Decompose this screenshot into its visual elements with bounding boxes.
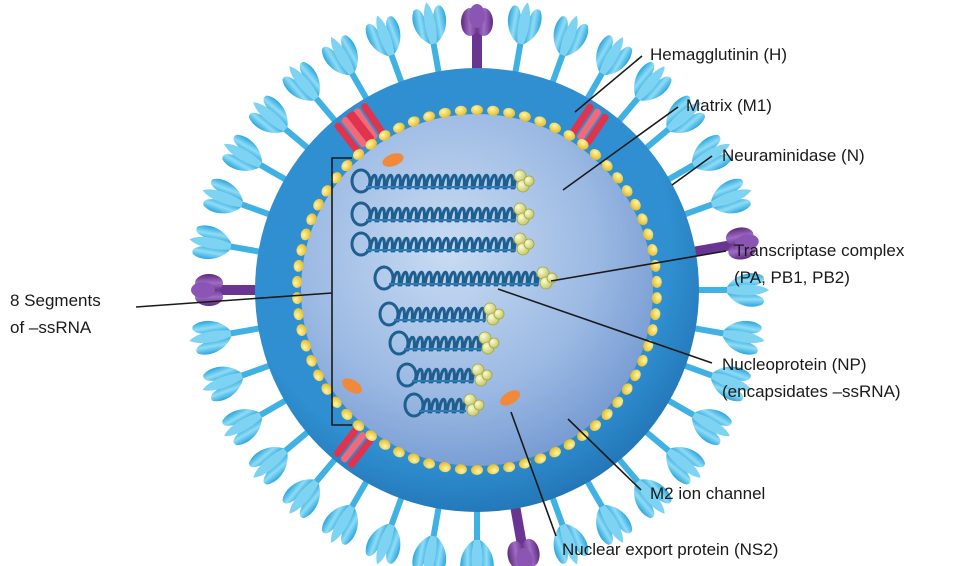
nucleoprotein-label-line2: (encapsidates –ssRNA) <box>722 382 901 401</box>
matrix-bead <box>471 105 483 115</box>
hemagglutinin-label: Hemagglutinin (H) <box>650 45 787 64</box>
segments-label-line1: 8 Segments <box>10 291 101 310</box>
neuraminidase-label: Neuraminidase (N) <box>722 146 865 165</box>
transcriptase-label-line1: Transcriptase complex <box>734 241 905 260</box>
m2-label: M2 ion channel <box>650 484 765 503</box>
segments-label-line2: of –ssRNA <box>10 318 92 337</box>
matrix-bead <box>471 465 483 475</box>
nucleoprotein-label-line1: Nucleoprotein (NP) <box>722 355 867 374</box>
neuraminidase-spike-icon <box>461 4 493 78</box>
transcriptase-label-line2: (PA, PB1, PB2) <box>734 268 850 287</box>
matrix-label: Matrix (M1) <box>686 96 772 115</box>
ns2-label: Nuclear export protein (NS2) <box>562 540 778 559</box>
